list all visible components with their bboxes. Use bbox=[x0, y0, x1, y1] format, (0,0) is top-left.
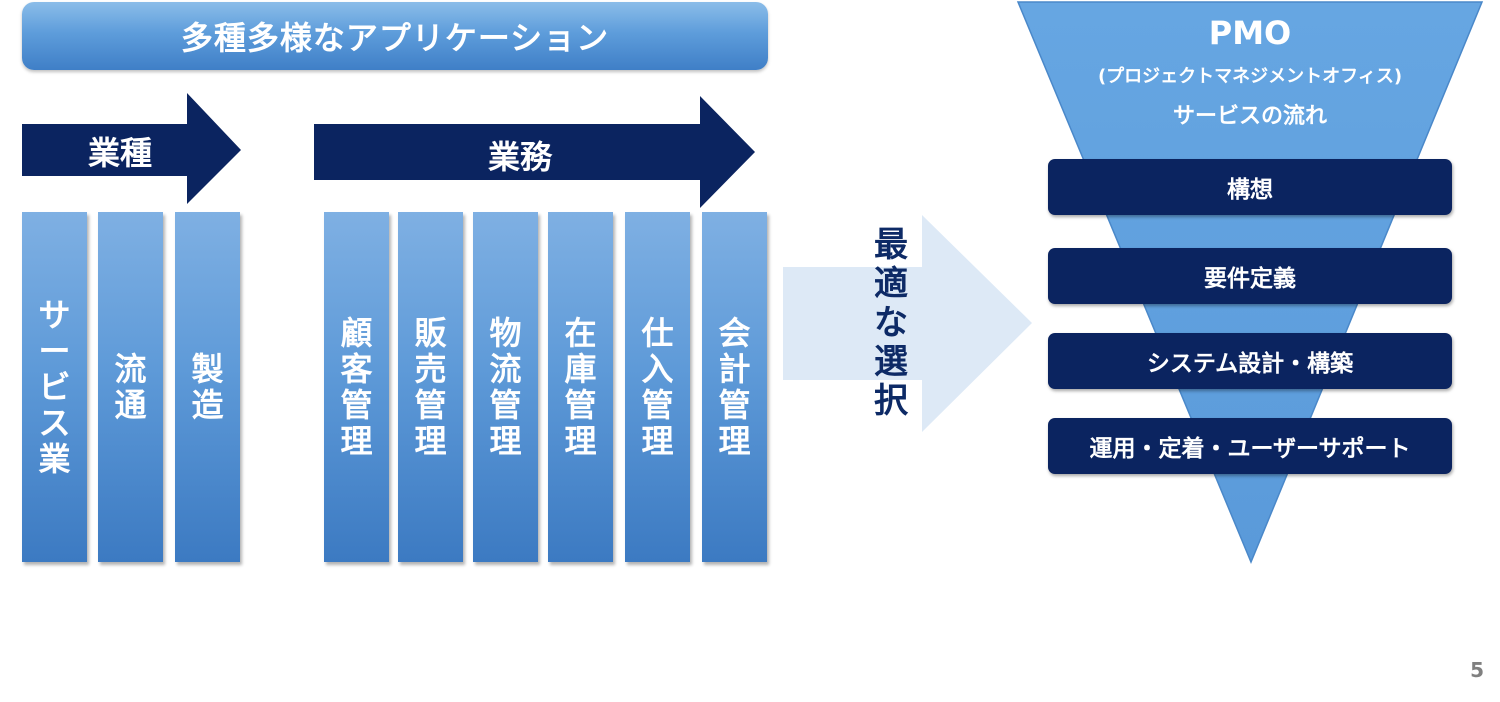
industry-label: 製造 bbox=[191, 350, 224, 424]
pmo-subtitle: (プロジェクトマネジメントオフィス) bbox=[1097, 66, 1403, 87]
applications-banner: 多種多様なアプリケーション bbox=[22, 2, 768, 70]
business-column-logistics: 物流管理 bbox=[473, 212, 538, 562]
pmo-step-label: 運用・定着・ユーザーサポート bbox=[1089, 436, 1411, 462]
business-arrow bbox=[314, 96, 755, 208]
pmo-step-operation-support: 運用・定着・ユーザーサポート bbox=[1048, 418, 1452, 474]
industry-column-service: サービス業 bbox=[22, 212, 87, 562]
pmo-step-label: 構想 bbox=[1227, 177, 1273, 203]
business-column-customer: 顧客管理 bbox=[324, 212, 389, 562]
selection-arrow bbox=[783, 215, 1032, 432]
pmo-step-design-build: システム設計・構築 bbox=[1048, 333, 1452, 389]
optimal-selection-label: 最適な選択 bbox=[874, 225, 908, 421]
business-column-sales: 販売管理 bbox=[398, 212, 463, 562]
business-column-inventory: 在庫管理 bbox=[548, 212, 613, 562]
page-number: 5 bbox=[1470, 658, 1484, 682]
business-label: 販売管理 bbox=[414, 314, 447, 460]
pmo-step-label: システム設計・構築 bbox=[1146, 351, 1354, 377]
pmo-flow-label: サービスの流れ bbox=[1172, 104, 1327, 129]
business-column-purchasing: 仕入管理 bbox=[625, 212, 690, 562]
pmo-step-concept: 構想 bbox=[1048, 159, 1452, 215]
industry-label: 流通 bbox=[114, 350, 147, 424]
business-arrow-label: 業務 bbox=[487, 138, 552, 176]
business-label: 在庫管理 bbox=[564, 314, 597, 460]
industry-column-manufacturing: 製造 bbox=[175, 212, 240, 562]
industry-arrow bbox=[22, 93, 241, 204]
pmo-step-requirements: 要件定義 bbox=[1048, 248, 1452, 304]
banner-title: 多種多様なアプリケーション bbox=[180, 19, 610, 57]
business-label: 顧客管理 bbox=[340, 314, 373, 460]
pmo-title: PMO bbox=[1208, 14, 1292, 52]
business-label: 仕入管理 bbox=[641, 314, 674, 460]
business-label: 会計管理 bbox=[718, 314, 751, 460]
business-label: 物流管理 bbox=[489, 314, 522, 460]
business-column-accounting: 会計管理 bbox=[702, 212, 767, 562]
pmo-step-label: 要件定義 bbox=[1204, 266, 1296, 292]
industry-column-distribution: 流通 bbox=[98, 212, 163, 562]
industry-arrow-label: 業種 bbox=[87, 134, 152, 172]
industry-label: サービス業 bbox=[38, 296, 71, 478]
